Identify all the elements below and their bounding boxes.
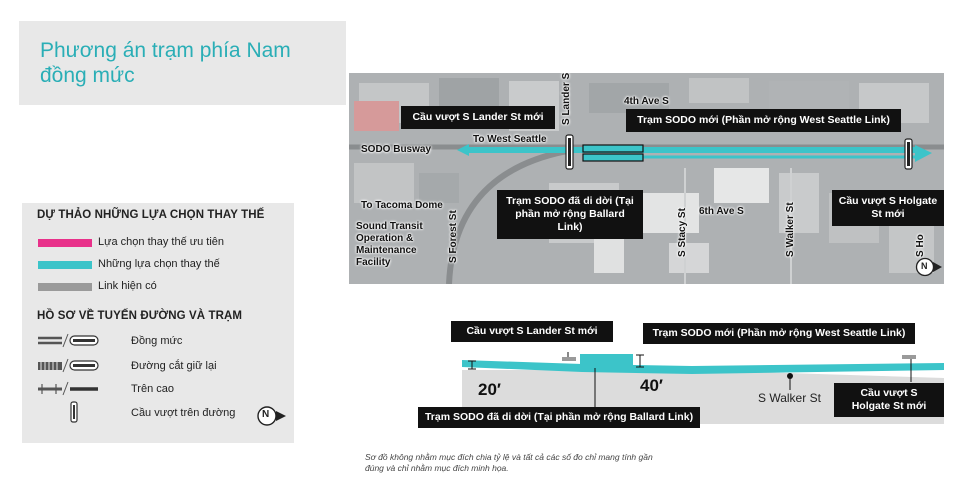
legend-label-alternatives: Những lựa chọn thay thế bbox=[98, 258, 220, 270]
retained-cut-symbol bbox=[38, 358, 99, 373]
map-label-4th-ave: 4th Ave S bbox=[624, 96, 669, 107]
profile-street-walker: S Walker St bbox=[758, 391, 821, 405]
legend-label-overpass: Cầu vượt trên đường bbox=[131, 407, 236, 419]
legend-label-elevated: Trên cao bbox=[131, 383, 175, 395]
map-label-sodo-busway: SODO Busway bbox=[361, 144, 432, 155]
map-label-s-walker-st: S Walker St bbox=[785, 202, 796, 257]
map-label-s-lander-st: S Lander St bbox=[561, 73, 572, 125]
legend-label-preferred: Lựa chọn thay thế ưu tiên bbox=[98, 236, 225, 248]
map-callout-relocated-sodo: Trạm SODO đã di dời (Tại phần mở rộng Ba… bbox=[497, 190, 643, 239]
map-callout-lander-overpass: Cầu vượt S Lander St mới bbox=[401, 106, 555, 129]
map-north-label: N bbox=[921, 261, 928, 271]
map-label-s-holgate: S Ho bbox=[915, 234, 926, 257]
profile-depth-20: 20′ bbox=[478, 380, 501, 399]
at-grade-symbol bbox=[38, 333, 99, 348]
title-panel bbox=[19, 21, 346, 105]
overpass-symbol bbox=[70, 401, 78, 423]
legend-label-existing: Link hiện có bbox=[98, 280, 157, 292]
legend-profile-heading: HỒ SƠ VỀ TUYẾN ĐƯỜNG VÀ TRẠM bbox=[37, 310, 243, 322]
profile-callout-lander-overpass: Cầu vượt S Lander St mới bbox=[451, 321, 613, 342]
profile-callout-holgate-overpass: Cầu vượt S Holgate St mới bbox=[834, 383, 944, 417]
aerial-map: Cầu vượt S Lander St mới Trạm SODO mới (… bbox=[349, 73, 944, 284]
map-label-s-forest-st: S Forest St bbox=[448, 210, 459, 263]
profile-callout-relocated-sodo: Trạm SODO đã di dời (Tại phần mở rộng Ba… bbox=[418, 407, 700, 428]
page-title: Phương án trạm phía Nam đồng mức bbox=[40, 39, 291, 87]
map-label-6th-ave: 6th Ave S bbox=[699, 206, 744, 217]
map-label-sound-transit: Sound Transit Operation & Maintenance Fa… bbox=[356, 221, 423, 268]
legend-panel: DỰ THẢO NHỮNG LỰA CHỌN THAY THẾ Lựa chọn… bbox=[22, 203, 294, 443]
elevated-symbol bbox=[38, 381, 98, 396]
map-callout-holgate-overpass: Cầu vượt S Holgate St mới bbox=[832, 190, 944, 226]
map-label-to-west-seattle: To West Seattle bbox=[473, 134, 547, 145]
map-label-s-stacy-st: S Stacy St bbox=[677, 208, 688, 257]
legend-swatch-alternatives bbox=[38, 261, 92, 269]
map-label-to-tacoma: To Tacoma Dome bbox=[361, 200, 443, 211]
legend-north-label: N bbox=[262, 409, 270, 420]
profile-depth-40: 40′ bbox=[640, 376, 663, 395]
legend-label-retained-cut: Đường cắt giữ lại bbox=[131, 360, 217, 372]
legend-swatch-preferred bbox=[38, 239, 92, 247]
map-north-arrow-icon bbox=[915, 257, 942, 277]
legend-label-at-grade: Đồng mức bbox=[131, 335, 183, 347]
north-arrow-icon bbox=[257, 406, 286, 426]
legend-alternatives-heading: DỰ THẢO NHỮNG LỰA CHỌN THAY THẾ bbox=[37, 209, 265, 221]
profile-callout-new-sodo-station: Trạm SODO mới (Phần mở rộng West Seattle… bbox=[643, 323, 915, 344]
legend-swatch-existing bbox=[38, 283, 92, 291]
map-callout-new-sodo-station: Trạm SODO mới (Phần mở rộng West Seattle… bbox=[626, 109, 901, 132]
disclaimer-text: Sơ đồ không nhằm mục đích chia tỷ lệ và … bbox=[365, 452, 653, 473]
